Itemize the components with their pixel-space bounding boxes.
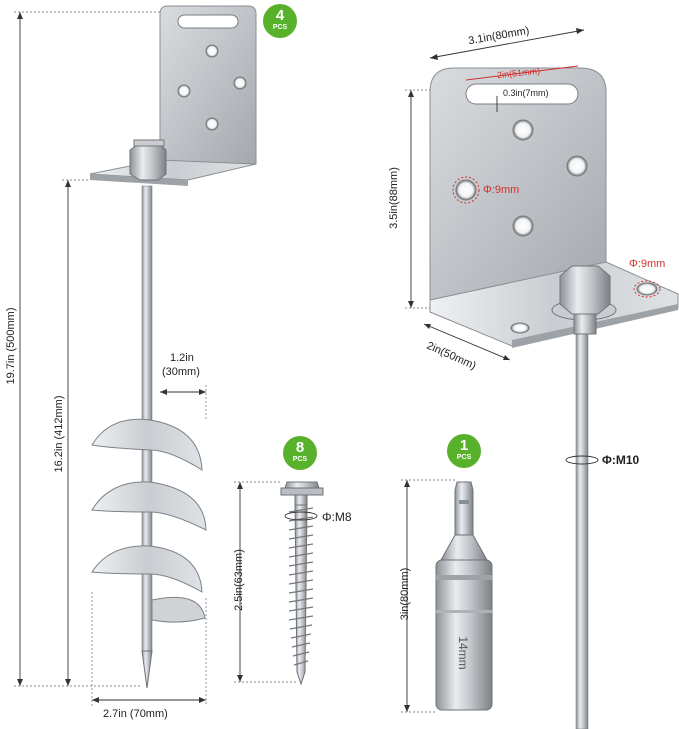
helix-width-mm-label: (30mm) bbox=[162, 366, 200, 378]
bracket-slot-width-label: 0.3in(7mm) bbox=[503, 88, 549, 98]
anchor-base-width-label: 2.7in (70mm) bbox=[103, 708, 168, 720]
socket-count: 1 bbox=[459, 437, 469, 454]
bracket-base-hole-label: Φ:9mm bbox=[629, 258, 666, 270]
helix-width-label: 1.2in bbox=[170, 352, 194, 364]
socket-size-mark: 14mm bbox=[456, 636, 470, 670]
screw-count-unit: PCS bbox=[292, 456, 308, 463]
anchor-total-length-label: 19.7in (500mm) bbox=[5, 307, 17, 385]
bracket-height-label: 3.5in(88mm) bbox=[388, 167, 400, 229]
rod-diameter-label: Φ:M10 bbox=[602, 453, 640, 467]
l-bracket bbox=[429, 67, 679, 729]
screw-dimension-lines bbox=[234, 481, 318, 683]
socket-length-label: 3in(80mm) bbox=[399, 567, 411, 621]
bracket-side-hole-label: Φ:9mm bbox=[483, 184, 520, 196]
socket-dimension-lines bbox=[401, 479, 456, 713]
socket-count-unit: PCS bbox=[456, 454, 472, 461]
screw-count-badge: 8 PCS bbox=[283, 436, 317, 470]
anchor-dimension-lines bbox=[14, 11, 207, 706]
bracket-count-unit: PCS bbox=[272, 24, 288, 31]
ground-anchor bbox=[89, 5, 257, 689]
socket-driver bbox=[435, 481, 493, 711]
anchor-shaft-length-label: 16.2in (412mm) bbox=[53, 395, 65, 473]
bracket-slot-dimension bbox=[465, 65, 579, 81]
lag-screw bbox=[280, 481, 324, 686]
screw-count: 8 bbox=[295, 439, 305, 456]
socket-count-badge: 1 PCS bbox=[447, 434, 481, 468]
screw-thread-label: Φ:M8 bbox=[322, 510, 352, 524]
bracket-count-badge: 4 PCS bbox=[263, 4, 297, 38]
screw-length-label: 2.5in(63mm) bbox=[233, 549, 245, 611]
bracket-count: 4 bbox=[275, 7, 285, 24]
bracket-dimension-lines bbox=[405, 29, 599, 465]
